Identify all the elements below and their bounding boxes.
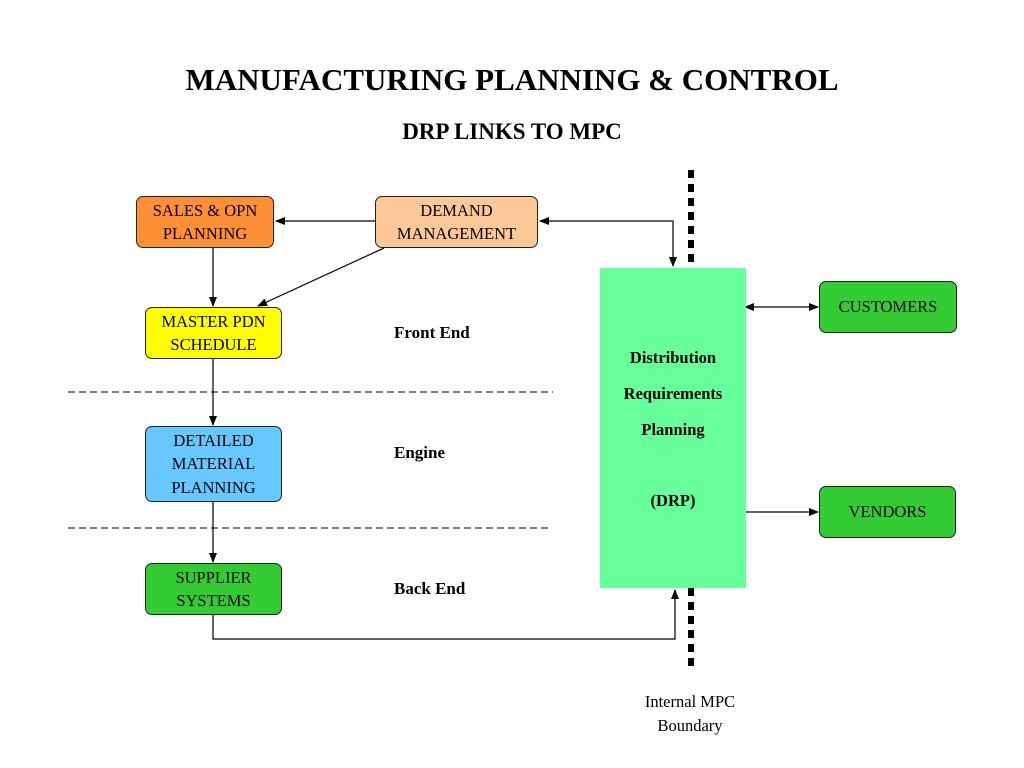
boundary-label-line-2: Boundary bbox=[657, 715, 723, 735]
demand-management-box: DEMAND MANAGEMENT bbox=[375, 196, 538, 248]
drp-abbreviation: (DRP) bbox=[650, 491, 696, 510]
detail-box-line-2: MATERIAL bbox=[171, 454, 256, 474]
mpc-boundary-label: Internal MPC Boundary bbox=[610, 690, 770, 738]
arrow-supplier-to-drp bbox=[212, 589, 679, 640]
master-box-line-1: MASTER PDN bbox=[161, 311, 266, 331]
drp-line-2: Requirements bbox=[623, 384, 723, 403]
sales-opn-planning-box: SALES & OPN PLANNING bbox=[136, 196, 274, 248]
customers-box: CUSTOMERS bbox=[819, 281, 957, 333]
demand-box-line-2: MANAGEMENT bbox=[396, 224, 517, 243]
master-pdn-schedule-box: MASTER PDN SCHEDULE bbox=[145, 307, 282, 359]
drp-line-3: Planning bbox=[641, 420, 705, 439]
supplier-box-line-2: SYSTEMS bbox=[176, 591, 251, 610]
detailed-material-planning-box: DETAILED MATERIAL PLANNING bbox=[145, 426, 282, 502]
arrow-demand-to-master bbox=[257, 247, 385, 307]
detail-box-line-1: DETAILED bbox=[173, 431, 254, 451]
diagram-subtitle: DRP LINKS TO MPC bbox=[402, 119, 622, 144]
arrow-drp-demand bbox=[539, 217, 677, 267]
vendors-box-label: VENDORS bbox=[848, 502, 927, 522]
sales-box-line-1: SALES & OPN bbox=[152, 200, 258, 220]
engine-label: Engine bbox=[394, 443, 446, 462]
vendors-box: VENDORS bbox=[819, 486, 956, 538]
customers-box-label: CUSTOMERS bbox=[838, 297, 938, 317]
back-end-label: Back End bbox=[394, 579, 466, 598]
sales-box-line-2: PLANNING bbox=[162, 224, 248, 243]
supplier-systems-box: SUPPLIER SYSTEMS bbox=[145, 563, 282, 615]
drp-block bbox=[600, 268, 746, 588]
demand-box-line-1: DEMAND bbox=[420, 200, 493, 220]
supplier-box-line-1: SUPPLIER bbox=[175, 567, 252, 587]
diagram-title: MANUFACTURING PLANNING & CONTROL bbox=[185, 62, 839, 97]
master-box-line-2: SCHEDULE bbox=[170, 335, 257, 354]
front-end-label: Front End bbox=[394, 323, 470, 342]
detail-box-line-3: PLANNING bbox=[171, 477, 256, 497]
boundary-label-line-1: Internal MPC bbox=[644, 692, 736, 711]
drp-line-1: Distribution bbox=[629, 348, 717, 367]
